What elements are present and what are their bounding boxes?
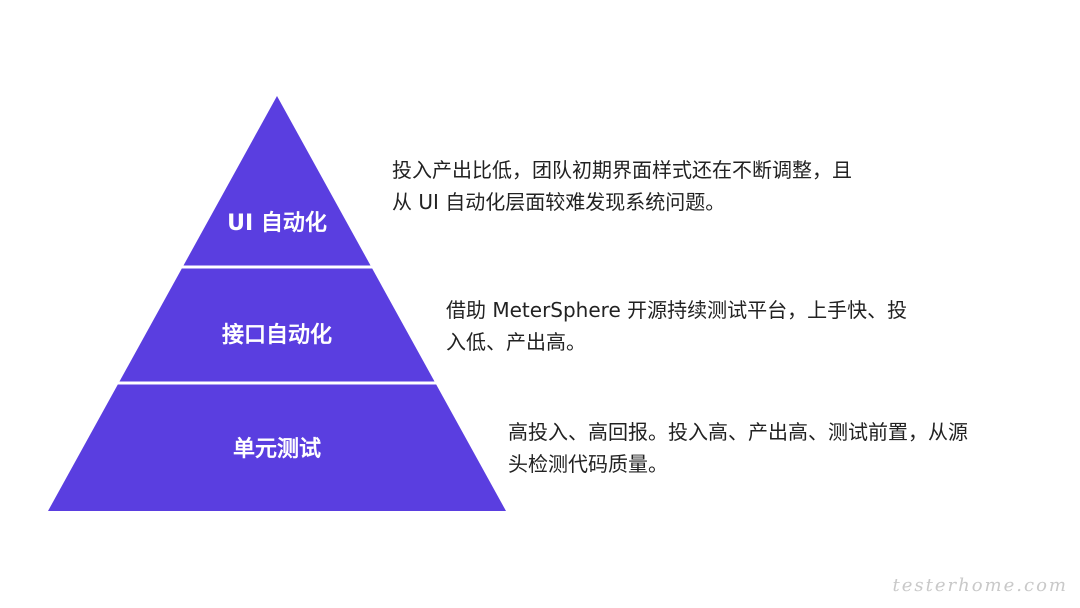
- tier-label-api-automation: 接口自动化: [222, 322, 332, 348]
- description-unit-test: 高投入、高回报。投入高、产出高、测试前置，从源 头检测代码质量。: [508, 416, 968, 480]
- watermark: testerhome.com: [892, 575, 1068, 596]
- description-line: 从 UI 自动化层面较难发现系统问题。: [392, 190, 726, 214]
- tier-label-unit-test: 单元测试: [233, 437, 321, 462]
- description-api-automation: 借助 MeterSphere 开源持续测试平台，上手快、投 入低、产出高。: [446, 294, 907, 358]
- tier-label-ui-automation: UI 自动化: [227, 210, 327, 236]
- description-line: 头检测代码质量。: [508, 452, 668, 476]
- description-line: 高投入、高回报。投入高、产出高、测试前置，从源: [508, 420, 968, 444]
- description-line: 入低、产出高。: [446, 330, 586, 354]
- description-line: 借助 MeterSphere 开源持续测试平台，上手快、投: [446, 298, 908, 322]
- description-line: 投入产出比低，团队初期界面样式还在不断调整，且: [392, 158, 852, 182]
- test-pyramid: UI 自动化 接口自动化 单元测试: [48, 96, 506, 511]
- pyramid-shape: [48, 96, 506, 511]
- description-ui-automation: 投入产出比低，团队初期界面样式还在不断调整，且 从 UI 自动化层面较难发现系统…: [392, 154, 852, 218]
